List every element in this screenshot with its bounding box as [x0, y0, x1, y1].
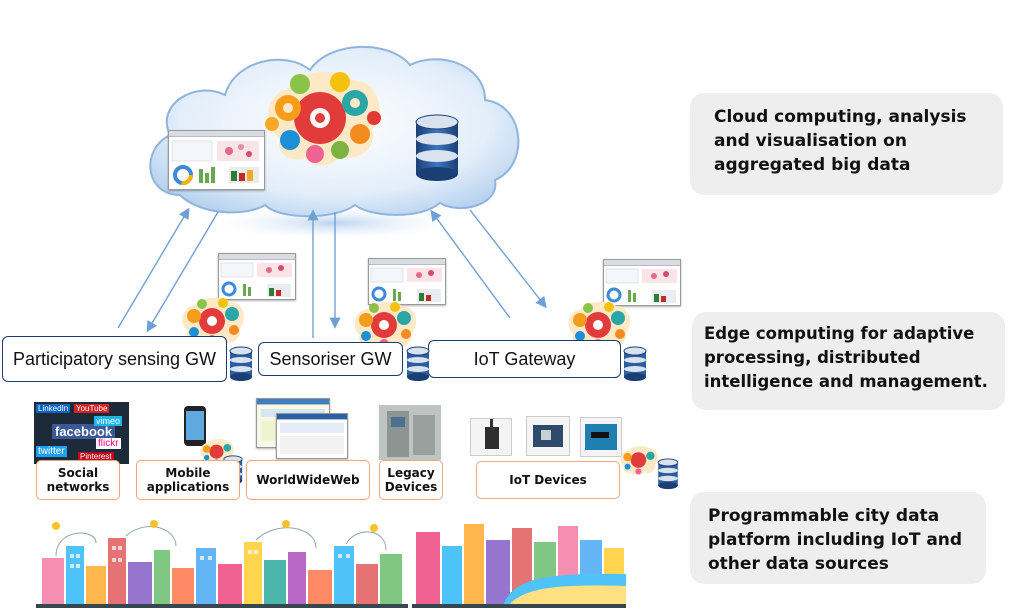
- edge-dashboard-screenshot: [603, 259, 681, 306]
- note-edge-computing: Edge computing for adaptive processing, …: [692, 312, 1005, 410]
- smartphone-icon: [184, 406, 206, 446]
- brain-gears-icon: [618, 445, 660, 478]
- source-legacy-devices: Legacy Devices: [379, 460, 443, 500]
- database-icon: [228, 346, 254, 382]
- arrow-up-iot: [430, 209, 511, 319]
- gateway-iot: IoT Gateway: [428, 340, 621, 378]
- linkedin-logo: LinkedIn: [36, 404, 71, 413]
- brain-gears-icon: [564, 300, 634, 355]
- gateway-label: IoT Gateway: [473, 348, 576, 369]
- database-icon: [622, 346, 648, 382]
- iot-board-icon: [526, 416, 570, 456]
- edge-dashboard-screenshot: [368, 258, 446, 305]
- webpage-screenshot: [276, 413, 348, 459]
- note-cloud-computing: Cloud computing, analysis and visualisat…: [690, 93, 1003, 195]
- edge-dashboard-screenshot: [218, 253, 296, 300]
- arrow-up-participatory: [117, 207, 190, 329]
- youtube-logo: YouTube: [74, 404, 110, 413]
- brain-gears-icon: [178, 296, 248, 351]
- database-icon: [656, 458, 680, 490]
- vimeo-logo: vimeo: [94, 416, 123, 426]
- facebook-logo: facebook: [52, 424, 116, 439]
- arrow-down-iot: [469, 209, 547, 309]
- gateway-participatory-sensing: Participatory sensing GW: [2, 336, 227, 382]
- brain-gears-icon: [260, 68, 385, 178]
- city-skyline: [412, 518, 626, 608]
- gateway-label: Sensoriser GW: [269, 348, 392, 369]
- pinterest-logo: Pinterest: [78, 452, 114, 461]
- source-mobile-applications: Mobile applications: [136, 460, 240, 500]
- flickr-logo: flickr: [96, 438, 121, 449]
- source-worldwideweb: WorldWideWeb: [246, 460, 370, 500]
- database-icon: [405, 346, 431, 382]
- arduino-board-icon: [580, 417, 622, 457]
- gateway-sensoriser: Sensoriser GW: [258, 342, 403, 376]
- arrow-down-participatory: [146, 211, 219, 333]
- cloud-dashboard-screenshot: [168, 130, 265, 190]
- legacy-device-photo: [379, 405, 441, 460]
- building: [42, 538, 402, 608]
- twitter-logo: twitter: [36, 446, 67, 457]
- note-city-data-platform: Programmable city data platform includin…: [690, 492, 986, 584]
- brain-gears-icon: [350, 300, 420, 355]
- iot-board-icon: [470, 418, 512, 456]
- gateway-label: Participatory sensing GW: [12, 348, 217, 369]
- city-skyline: [36, 518, 408, 608]
- source-social-networks: Social networks: [36, 460, 120, 500]
- database-icon: [412, 112, 462, 182]
- social-networks-collage: LinkedIn YouTube facebook twitter vimeo …: [34, 402, 129, 464]
- source-iot-devices: IoT Devices: [476, 461, 620, 499]
